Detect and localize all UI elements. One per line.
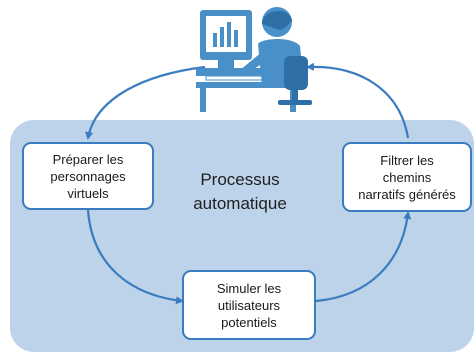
step-box-prepare: Préparer les personnages virtuels [22,142,154,210]
step-box-simulate: Simuler les utilisateurs potentiels [182,270,316,340]
user-at-computer-icon [196,7,312,112]
process-label: Processus automatique [193,170,287,213]
arrow-simulate-to-filter [315,211,412,303]
arrow-prepare-to-simulate [86,209,184,305]
step-box-filter: Filtrer les chemins narratifs générés [342,142,472,212]
arrow-filter-to-person [306,62,410,139]
arrow-person-to-prepare [85,65,206,140]
